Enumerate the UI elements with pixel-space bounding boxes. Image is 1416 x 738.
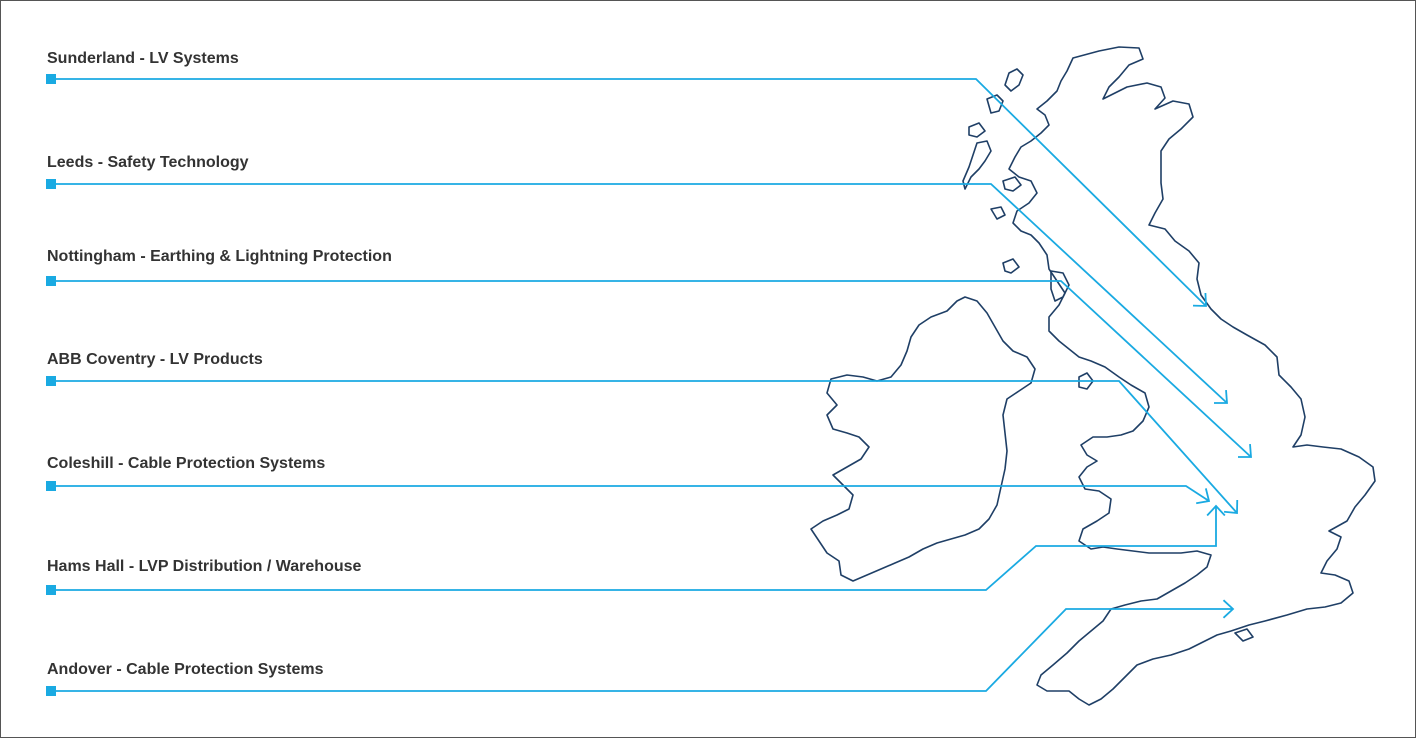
connector-coleshill-start-marker [46, 481, 56, 491]
connector-sunderland-start-marker [46, 74, 56, 84]
location-label-sunderland: Sunderland - LV Systems [47, 50, 239, 67]
connector-lines [46, 74, 1252, 696]
connector-coleshill [51, 485, 1210, 502]
connector-hams-hall [51, 506, 1217, 591]
island-outline [1078, 372, 1094, 390]
connector-leeds-arrowhead [1213, 389, 1228, 404]
connector-hams-hall-arrowhead [1206, 504, 1226, 517]
location-label-hams-hall: Hams Hall - LVP Distribution / Warehouse [47, 558, 362, 575]
connector-andover-arrowhead [1222, 599, 1235, 619]
connector-nottingham [51, 280, 1252, 458]
island-outline [1004, 68, 1024, 92]
ireland-outline [810, 296, 1036, 582]
island-outline [968, 122, 986, 138]
connector-coleshill-arrowhead [1196, 488, 1211, 505]
island-outline [1234, 628, 1254, 642]
connector-hams-hall-start-marker [46, 585, 56, 595]
island-outline [1002, 176, 1022, 192]
connector-leeds [51, 183, 1228, 404]
connector-sunderland-arrowhead [1192, 292, 1207, 307]
connector-andover [51, 608, 1233, 692]
island-outline [1050, 270, 1070, 302]
connector-nottingham-arrowhead [1237, 443, 1252, 458]
connector-sunderland [51, 78, 1207, 307]
location-label-coventry: ABB Coventry - LV Products [47, 351, 263, 368]
island-outline [1002, 258, 1020, 274]
connector-coventry-start-marker [46, 376, 56, 386]
connector-coventry [51, 380, 1238, 514]
connector-andover-start-marker [46, 686, 56, 696]
location-label-andover: Andover - Cable Protection Systems [47, 661, 324, 678]
uk-ireland-outline [810, 46, 1376, 706]
location-label-nottingham: Nottingham - Earthing & Lightning Protec… [47, 248, 392, 265]
location-label-coleshill: Coleshill - Cable Protection Systems [47, 455, 326, 472]
island-outline [990, 206, 1006, 220]
island-outline [962, 140, 992, 190]
island-outline [986, 94, 1004, 114]
connector-coventry-arrowhead [1223, 499, 1239, 514]
great-britain-outline [1008, 46, 1376, 706]
connector-nottingham-start-marker [46, 276, 56, 286]
connector-leeds-start-marker [46, 179, 56, 189]
location-label-leeds: Leeds - Safety Technology [47, 154, 249, 171]
